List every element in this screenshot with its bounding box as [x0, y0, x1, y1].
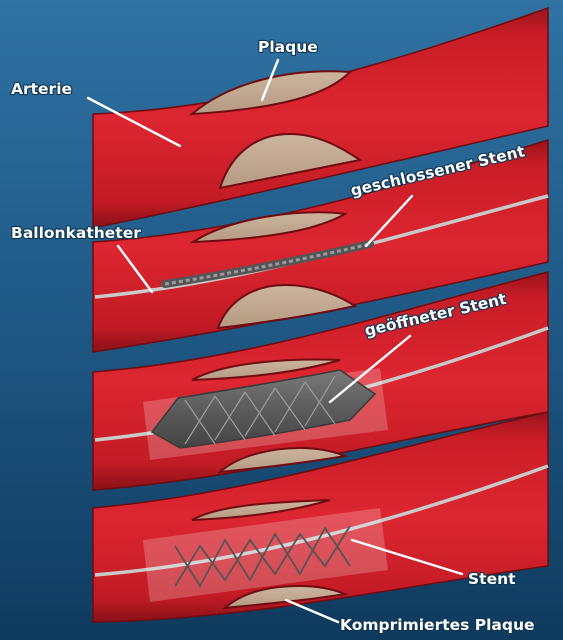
label-ballonkatheter: Ballonkatheter — [11, 224, 141, 242]
label-stent: Stent — [468, 570, 516, 588]
label-compressed-plaque: Komprimiertes Plaque — [340, 616, 535, 634]
label-arterie: Arterie — [11, 80, 72, 98]
label-plaque: Plaque — [258, 38, 318, 56]
